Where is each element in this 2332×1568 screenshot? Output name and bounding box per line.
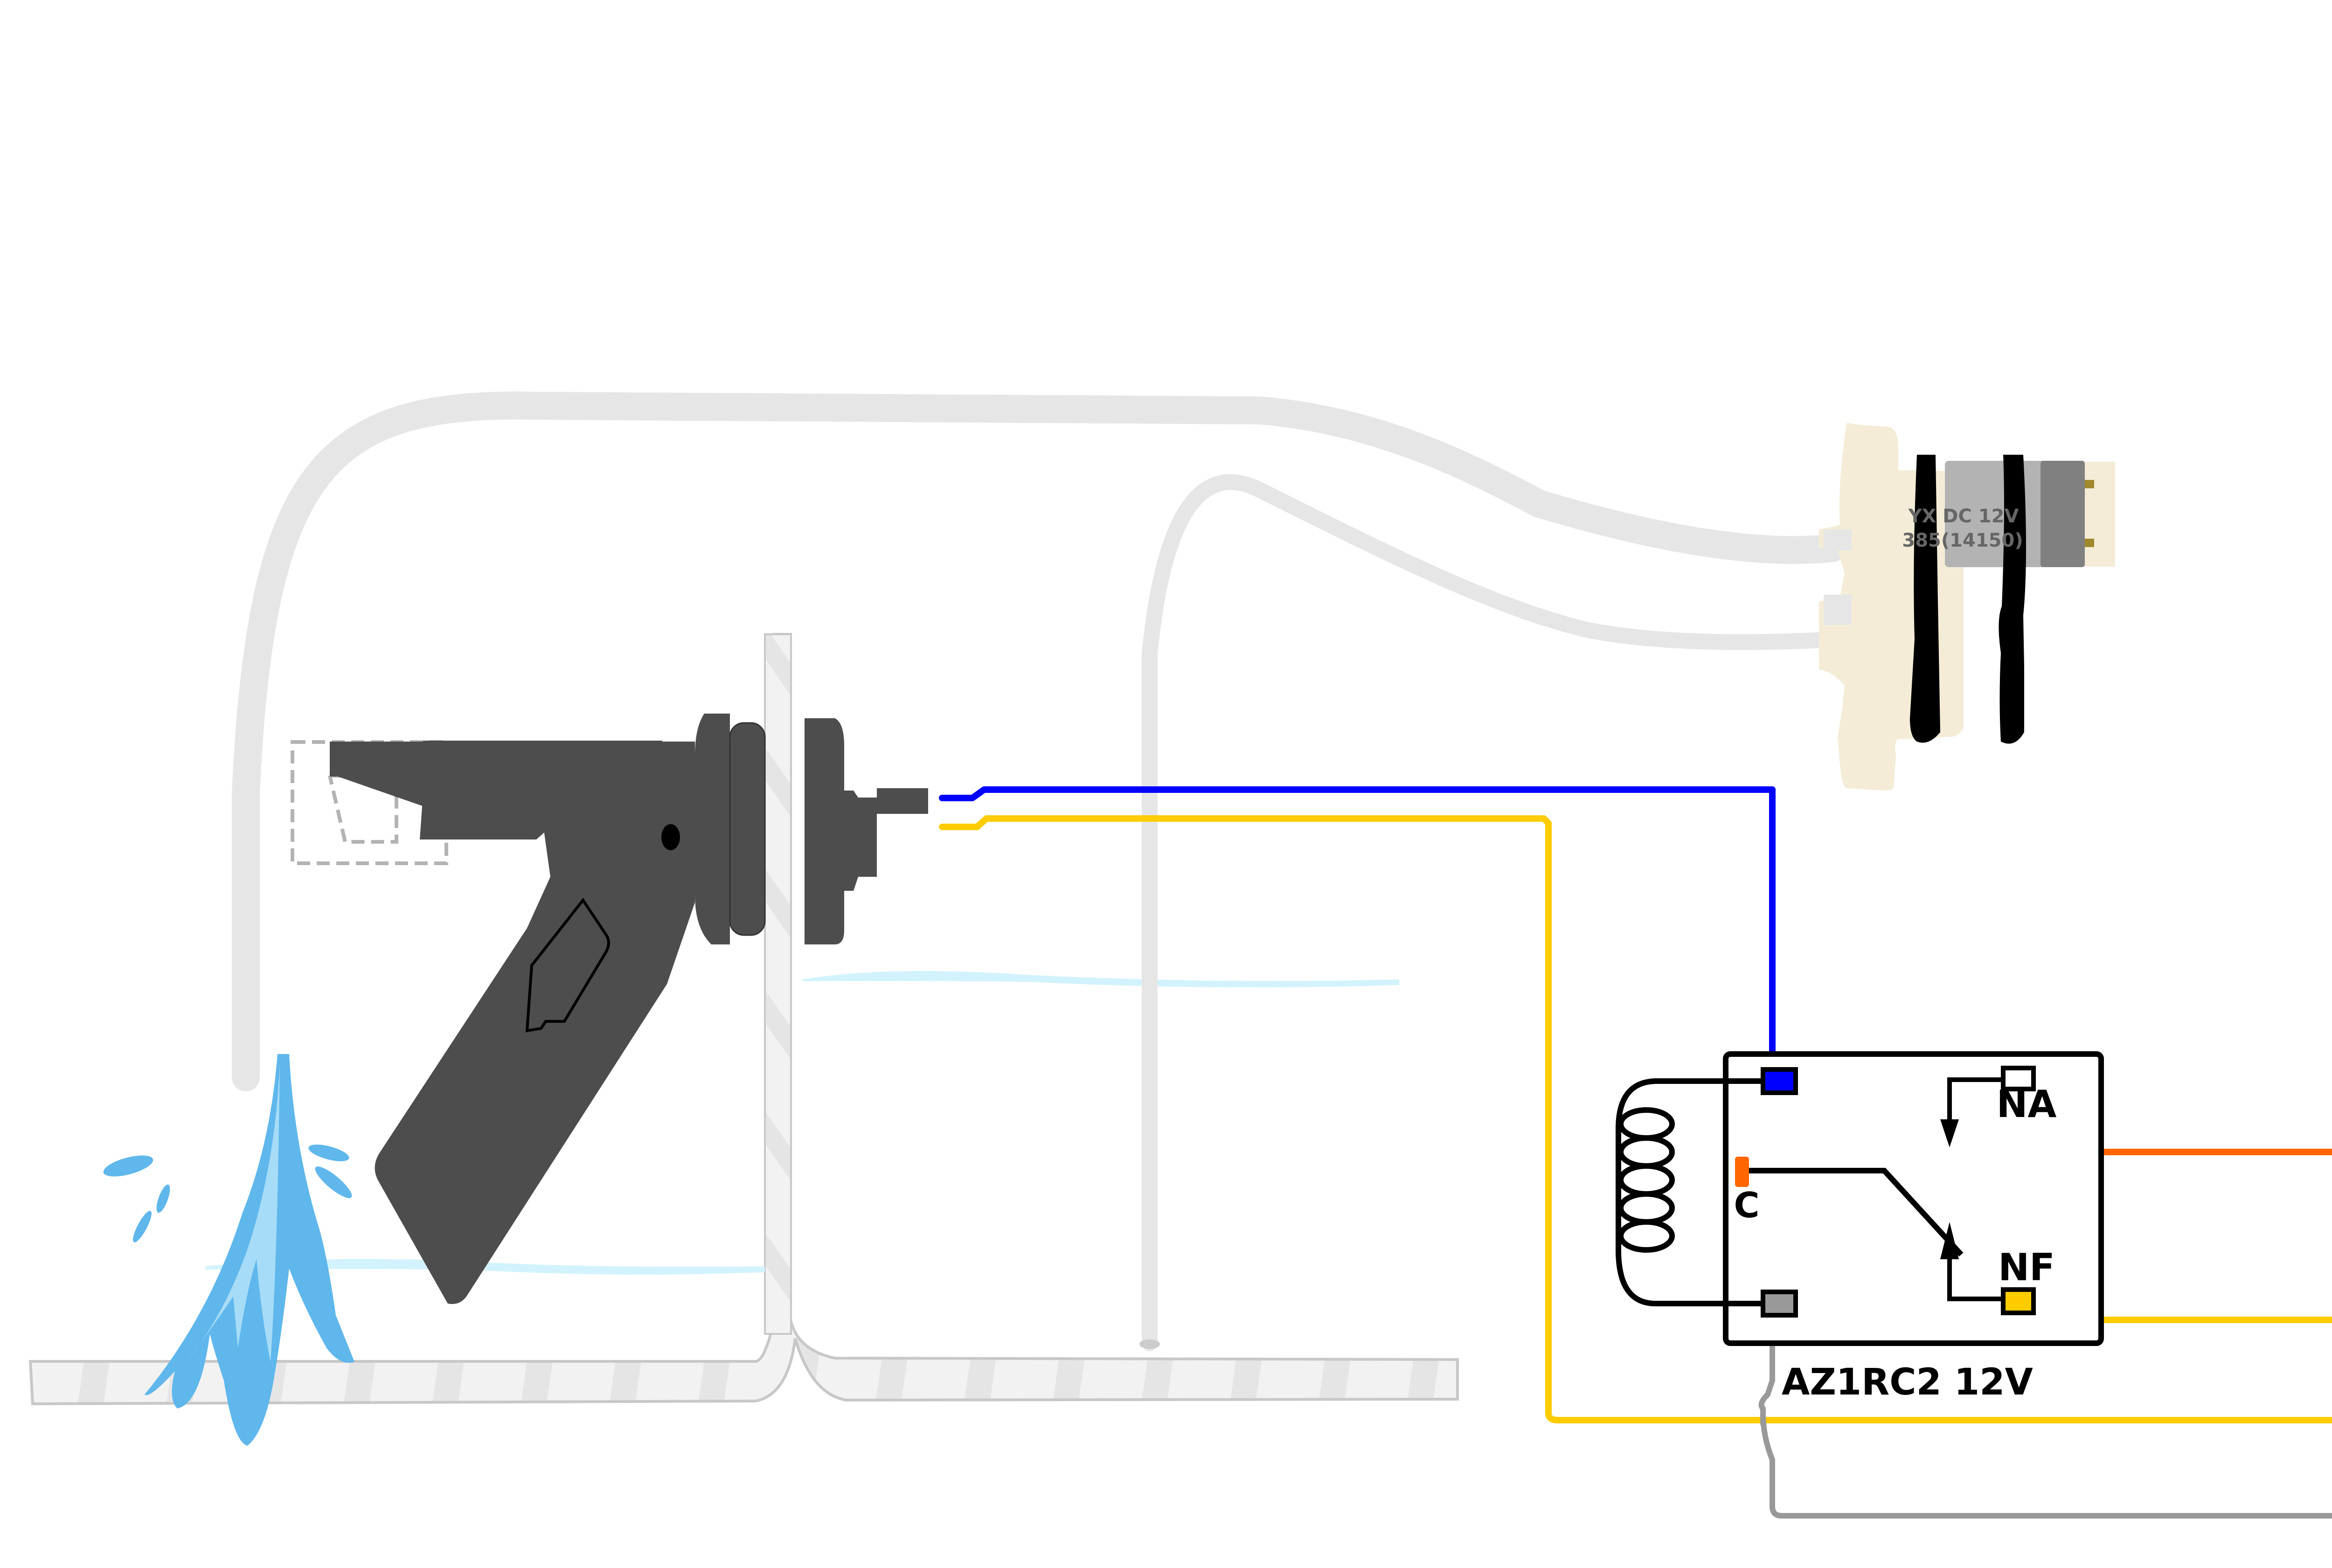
- relay-terminal-c[interactable]: [1735, 1157, 1749, 1187]
- tank-floor: [28, 633, 1459, 1406]
- water-surface-right: [802, 971, 1399, 988]
- pump-label-line1: YX DC 12V: [1908, 506, 2019, 527]
- float-pivot: [661, 824, 680, 850]
- relay-model-label: AZ1RC2 12V: [1782, 1361, 2033, 1403]
- pump-clamp-left: [1910, 455, 1940, 743]
- outlet-hose: [232, 391, 1847, 1091]
- hoses: [232, 391, 1850, 1351]
- relay-label-nf: NF: [1998, 1246, 2055, 1289]
- tank-wall: [764, 633, 792, 1335]
- wire-blue: [939, 786, 1776, 1071]
- relay-coil-icon: NA C NF AZ1RC2 12V: [1616, 1051, 2104, 1403]
- water-pump-icon: YX DC 12V 385(14150): [1819, 422, 2115, 791]
- relay-terminal-nf[interactable]: [2001, 1287, 2036, 1315]
- relay-terminal-coil-b[interactable]: [1761, 1290, 1798, 1318]
- relay-label-c: C: [1734, 1185, 1759, 1226]
- inlet-hose: [1142, 474, 1850, 1351]
- wire-yellow-float: [939, 815, 2332, 1423]
- water-splash-icon: [103, 1054, 354, 1446]
- wire-gray-psu: [1758, 1296, 2332, 1519]
- inlet-hose-end: [1139, 1339, 1160, 1349]
- float-switch-icon: [291, 714, 928, 1304]
- relay-terminal-coil-a[interactable]: [1761, 1067, 1798, 1095]
- pump-clamp-right: [1999, 455, 2026, 744]
- relay-label-na: NA: [1997, 1082, 2057, 1126]
- relay-terminal-na[interactable]: [2001, 1066, 2036, 1091]
- pump-label-line2: 385(14150): [1902, 530, 2023, 551]
